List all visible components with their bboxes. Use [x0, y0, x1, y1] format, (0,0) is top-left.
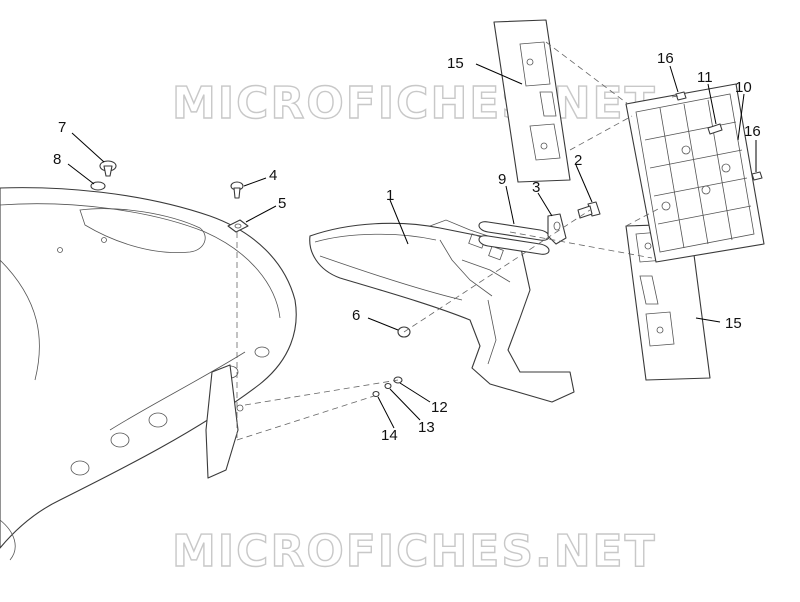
callout-15-lower: 15 [725, 315, 742, 332]
callout-1: 1 [386, 187, 394, 204]
mudguard-bracket-1 [309, 219, 575, 403]
screw-7 [99, 160, 117, 177]
watermark-top: MICROFICHES.NET [172, 78, 657, 129]
callout-6: 6 [352, 307, 360, 324]
callout-11: 11 [697, 69, 713, 86]
callout-7: 7 [58, 119, 66, 136]
watermark-bottom: MICROFICHES.NET [172, 526, 657, 577]
screw-2 [577, 201, 601, 219]
callout-labels: 7 8 4 5 6 12 13 14 1 2 3 9 15 15 16 11 1… [53, 50, 761, 444]
license-plate-15-lower [625, 223, 711, 381]
screw-16-upper [671, 91, 687, 101]
callout-2: 2 [574, 152, 582, 169]
callout-15-upper: 15 [447, 55, 464, 72]
callout-16-upper: 16 [657, 50, 674, 67]
washer-13 [384, 382, 392, 390]
callout-12: 12 [431, 399, 448, 416]
nut-14 [372, 390, 380, 398]
callout-8: 8 [53, 151, 61, 168]
callout-3: 3 [532, 179, 540, 196]
leader-lines [67, 63, 757, 429]
plate-holder-10 [625, 83, 765, 263]
screw-4 [230, 181, 244, 199]
callout-9: 9 [498, 171, 506, 188]
callout-14: 14 [381, 427, 398, 444]
callout-13: 13 [418, 419, 435, 436]
callout-5: 5 [278, 195, 286, 212]
screw-16-lower [751, 171, 763, 181]
callout-4: 4 [269, 167, 277, 184]
callout-10: 10 [735, 79, 752, 96]
washer-8 [90, 181, 106, 191]
screw-11 [707, 123, 723, 135]
callout-16-lower: 16 [744, 123, 761, 140]
rear-body-panel [0, 187, 297, 561]
clip-nut-5 [227, 219, 249, 233]
license-plate-15-upper [493, 19, 571, 183]
assembly-lines [236, 41, 661, 441]
